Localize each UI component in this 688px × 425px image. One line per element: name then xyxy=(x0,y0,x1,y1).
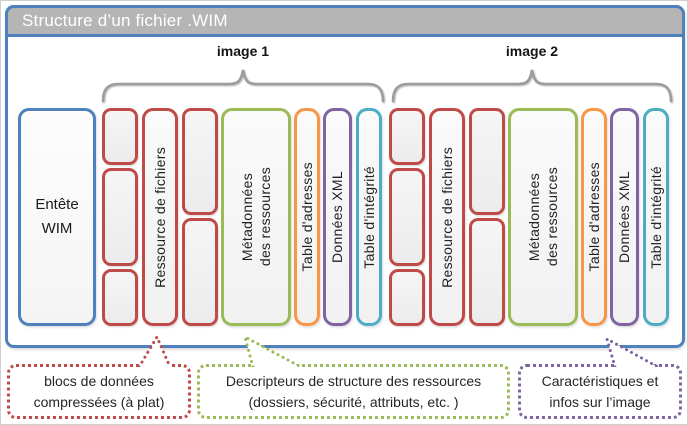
xml-data-box: Données XML xyxy=(323,108,352,326)
title-bar: Structure d’un fichier .WIM xyxy=(5,5,685,37)
callout-tail-green xyxy=(242,334,303,367)
file-resource-box: Ressource de fichiers xyxy=(142,108,178,326)
data-block xyxy=(102,269,138,326)
page-title: Structure d’un fichier .WIM xyxy=(22,11,228,30)
data-block xyxy=(469,108,505,215)
image-2-label: image 2 xyxy=(505,43,559,59)
image-2-brace xyxy=(391,69,673,103)
data-block xyxy=(182,108,218,215)
address-table-box: Table d'adresses xyxy=(294,108,320,326)
address-table-box: Table d'adresses xyxy=(581,108,607,326)
image-1-group: Ressource de fichiers Métadonnées des re… xyxy=(102,108,383,326)
image-2-group: Ressource de fichiers Métadonnées des re… xyxy=(389,108,670,326)
callout-resource-descriptors: Descripteurs de structure des ressources… xyxy=(197,364,510,419)
file-resource-box: Ressource de fichiers xyxy=(429,108,465,326)
wim-header-label: Entête WIM xyxy=(35,196,79,237)
callout-image-info: Caractéristiques et infos sur l’image xyxy=(518,364,682,419)
data-block xyxy=(102,168,138,266)
integrity-table-box: Table d'intégrité xyxy=(643,108,669,326)
callout-tail-red xyxy=(137,334,172,367)
metadata-box: Métadonnées des ressources xyxy=(508,108,578,326)
compressed-blocks-column xyxy=(389,108,425,326)
data-block xyxy=(102,108,138,165)
metadata-box: Métadonnées des ressources xyxy=(221,108,291,326)
data-block xyxy=(389,108,425,165)
data-block xyxy=(182,218,218,326)
image-1-brace xyxy=(101,69,385,103)
integrity-table-box: Table d'intégrité xyxy=(356,108,382,326)
callout-compressed-blocks: blocs de données compressées (à plat) xyxy=(7,364,191,419)
compressed-blocks-column xyxy=(102,108,138,326)
compressed-blocks-column xyxy=(182,108,218,326)
data-block xyxy=(389,168,425,266)
wim-header-box: Entête WIM xyxy=(18,108,96,326)
data-block xyxy=(469,218,505,326)
callout-tail-purple xyxy=(604,336,660,367)
data-block xyxy=(389,269,425,326)
image-1-label: image 1 xyxy=(216,43,270,59)
compressed-blocks-column xyxy=(469,108,505,326)
xml-data-box: Données XML xyxy=(610,108,639,326)
